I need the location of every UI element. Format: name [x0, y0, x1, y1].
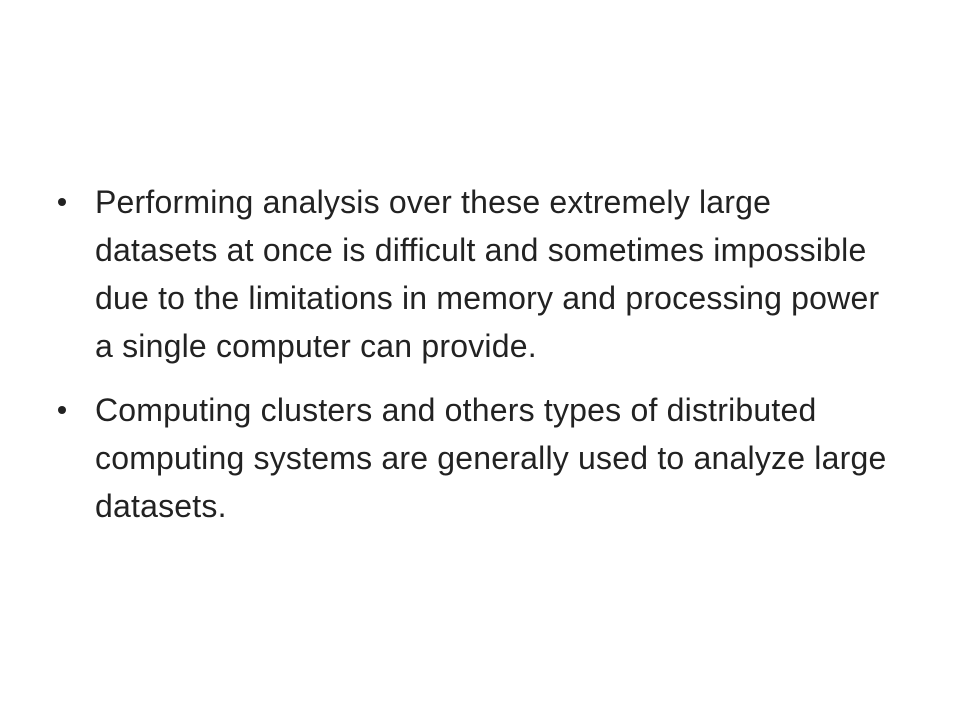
bullet-list: Performing analysis over these extremely…	[58, 178, 888, 546]
bullet-text: Computing clusters and others types of d…	[95, 392, 887, 524]
bullet-text: Performing analysis over these extremely…	[95, 184, 880, 364]
bullet-item: Computing clusters and others types of d…	[58, 386, 888, 530]
bullet-dot-icon	[58, 198, 66, 206]
bullet-dot-icon	[58, 406, 66, 414]
bullet-item: Performing analysis over these extremely…	[58, 178, 888, 370]
